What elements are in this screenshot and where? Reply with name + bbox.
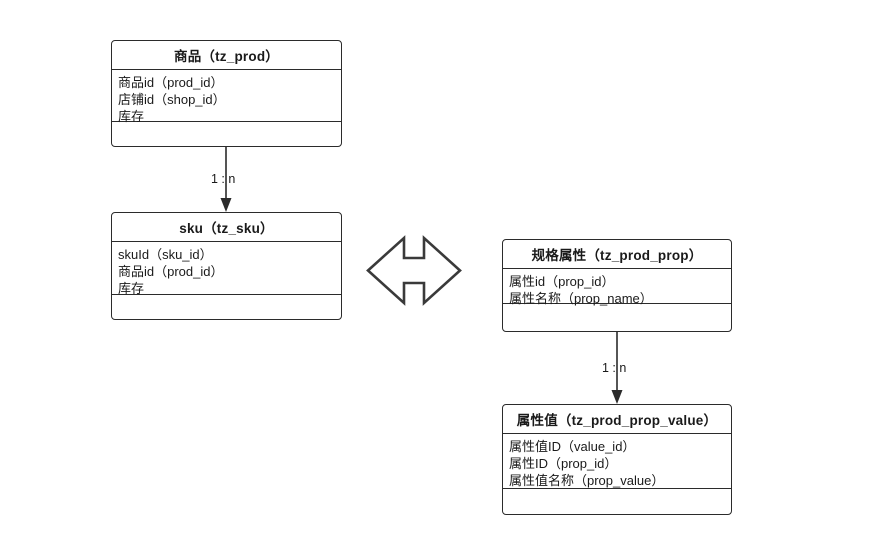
attribute-row: skuId（sku_id） (118, 247, 213, 262)
entity-title-tz-prod: 商品（tz_prod） (112, 41, 341, 70)
entity-footer-tz-prod (112, 122, 341, 146)
attribute-row: 库存 (118, 109, 145, 124)
relationship-label-prop-to-prop-value: 1 : n (602, 361, 627, 375)
double-headed-arrow-icon (366, 235, 462, 306)
entity-footer-tz-sku (112, 295, 341, 319)
attribute-row: 属性id（prop_id） (509, 274, 615, 289)
entity-attributes-tz-prod-prop-value: 属性值ID（value_id） 属性ID（prop_id） 属性值名称（prop… (503, 434, 731, 489)
entity-title-tz-prod-prop: 规格属性（tz_prod_prop） (503, 240, 731, 269)
entity-tz-sku[interactable]: sku（tz_sku） skuId（sku_id） 商品id（prod_id） … (111, 212, 342, 320)
attribute-row: 商品id（prod_id） (118, 264, 224, 279)
entity-title-tz-prod-prop-value: 属性值（tz_prod_prop_value） (503, 405, 731, 434)
relationship-label-prod-to-sku: 1 : n (211, 172, 236, 186)
entity-attributes-tz-prod: 商品id（prod_id） 店铺id（shop_id） 库存 (112, 70, 341, 124)
attribute-row: 属性名称（prop_name） (509, 291, 653, 306)
entity-tz-prod-prop-value[interactable]: 属性值（tz_prod_prop_value） 属性值ID（value_id） … (502, 404, 732, 515)
attribute-row: 商品id（prod_id） (118, 75, 224, 90)
entity-footer-tz-prod-prop-value (503, 489, 731, 514)
attribute-row: 属性值ID（value_id） (509, 439, 636, 454)
entity-tz-prod[interactable]: 商品（tz_prod） 商品id（prod_id） 店铺id（shop_id） … (111, 40, 342, 147)
entity-tz-prod-prop[interactable]: 规格属性（tz_prod_prop） 属性id（prop_id） 属性名称（pr… (502, 239, 732, 332)
attribute-row: 属性ID（prop_id） (509, 456, 618, 471)
entity-attributes-tz-sku: skuId（sku_id） 商品id（prod_id） 库存 (112, 242, 341, 296)
attribute-row: 库存 (118, 281, 145, 296)
entity-footer-tz-prod-prop (503, 304, 731, 331)
attribute-row: 属性值名称（prop_value） (509, 473, 665, 488)
attribute-row: 店铺id（shop_id） (118, 92, 226, 107)
entity-attributes-tz-prod-prop: 属性id（prop_id） 属性名称（prop_name） (503, 269, 731, 306)
entity-title-tz-sku: sku（tz_sku） (112, 213, 341, 242)
